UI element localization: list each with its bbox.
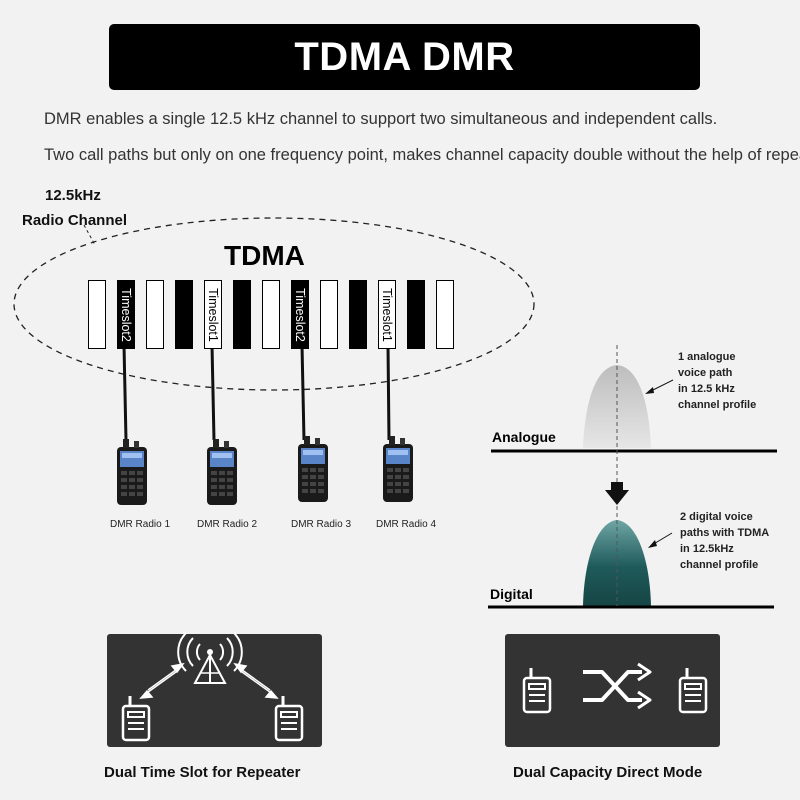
timeslot-box [233,280,251,349]
radio-1-icon [117,439,147,505]
timeslot-box [262,280,280,349]
analogue-curve [583,365,651,448]
channel-ellipse [13,217,535,391]
digital-note-line: channel profile [680,559,759,571]
analogue-label: Analogue [492,429,556,445]
radio-4-icon [383,436,413,502]
timeslot-label: Timeslot2 [293,287,307,342]
repeater-mode-label: Dual Time Slot for Repeater [104,764,301,781]
analogue-pointer-arrow [645,387,654,394]
timeslot-box [146,280,164,349]
radio-2-icon [207,439,237,505]
radio-label-1: DMR Radio 1 [110,519,171,530]
analogue-note-line: voice path [678,367,733,379]
digital-note-line: 2 digital voice [680,511,753,523]
digital-note: 2 digital voice paths with TDMA in 12.5k… [680,509,769,573]
antenna-3 [300,344,306,441]
analogue-note-line: channel profile [678,399,757,411]
timeslot-timeslot1: Timeslot1 [204,280,222,349]
channel-name-label: Radio Channel [22,212,128,229]
down-arrow-icon [605,482,629,505]
analogue-note: 1 analogue voice path in 12.5 kHz channe… [678,349,756,413]
description-line-2: Two call paths but only on one frequency… [44,146,800,164]
antenna-4 [386,344,391,441]
timeslot-box [436,280,454,349]
timeslot-box [320,280,338,349]
radio-3-icon [298,436,328,502]
timeslot-timeslot2: Timeslot2 [291,280,309,349]
page-title: TDMA DMR [294,34,515,79]
channel-frequency-label: 12.5kHz [45,187,101,204]
timeslot-box [175,280,193,349]
timeslot-timeslot1: Timeslot1 [378,280,396,349]
digital-label: Digital [490,586,533,602]
channel-pointer-line [83,224,96,246]
timeslot-label: Timeslot1 [380,287,394,342]
digital-note-line: in 12.5kHz [680,543,734,555]
analogue-note-line: 1 analogue [678,351,736,363]
description-line-1: DMR enables a single 12.5 kHz channel to… [44,110,718,128]
antenna-1 [122,344,128,441]
antenna-2 [210,344,216,441]
direct-mode-label: Dual Capacity Direct Mode [513,764,703,781]
analogue-note-line: in 12.5 kHz [678,383,735,395]
radio-label-2: DMR Radio 2 [197,519,258,530]
digital-note-line: paths with TDMA [680,527,770,539]
title-banner: TDMA DMR [109,24,700,90]
timeslot-timeslot2: Timeslot2 [117,280,135,349]
timeslot-box [349,280,367,349]
timeslot-box [407,280,425,349]
repeater-mode-panel [107,634,322,747]
digital-pointer-arrow [648,540,657,548]
timeslot-label: Timeslot2 [119,287,133,342]
timeslot-box [88,280,106,349]
radio-label-4: DMR Radio 4 [376,519,437,530]
timeslot-label: Timeslot1 [206,287,220,342]
tdma-label: TDMA [224,240,305,271]
radio-label-3: DMR Radio 3 [291,519,352,530]
direct-mode-panel [505,634,720,747]
